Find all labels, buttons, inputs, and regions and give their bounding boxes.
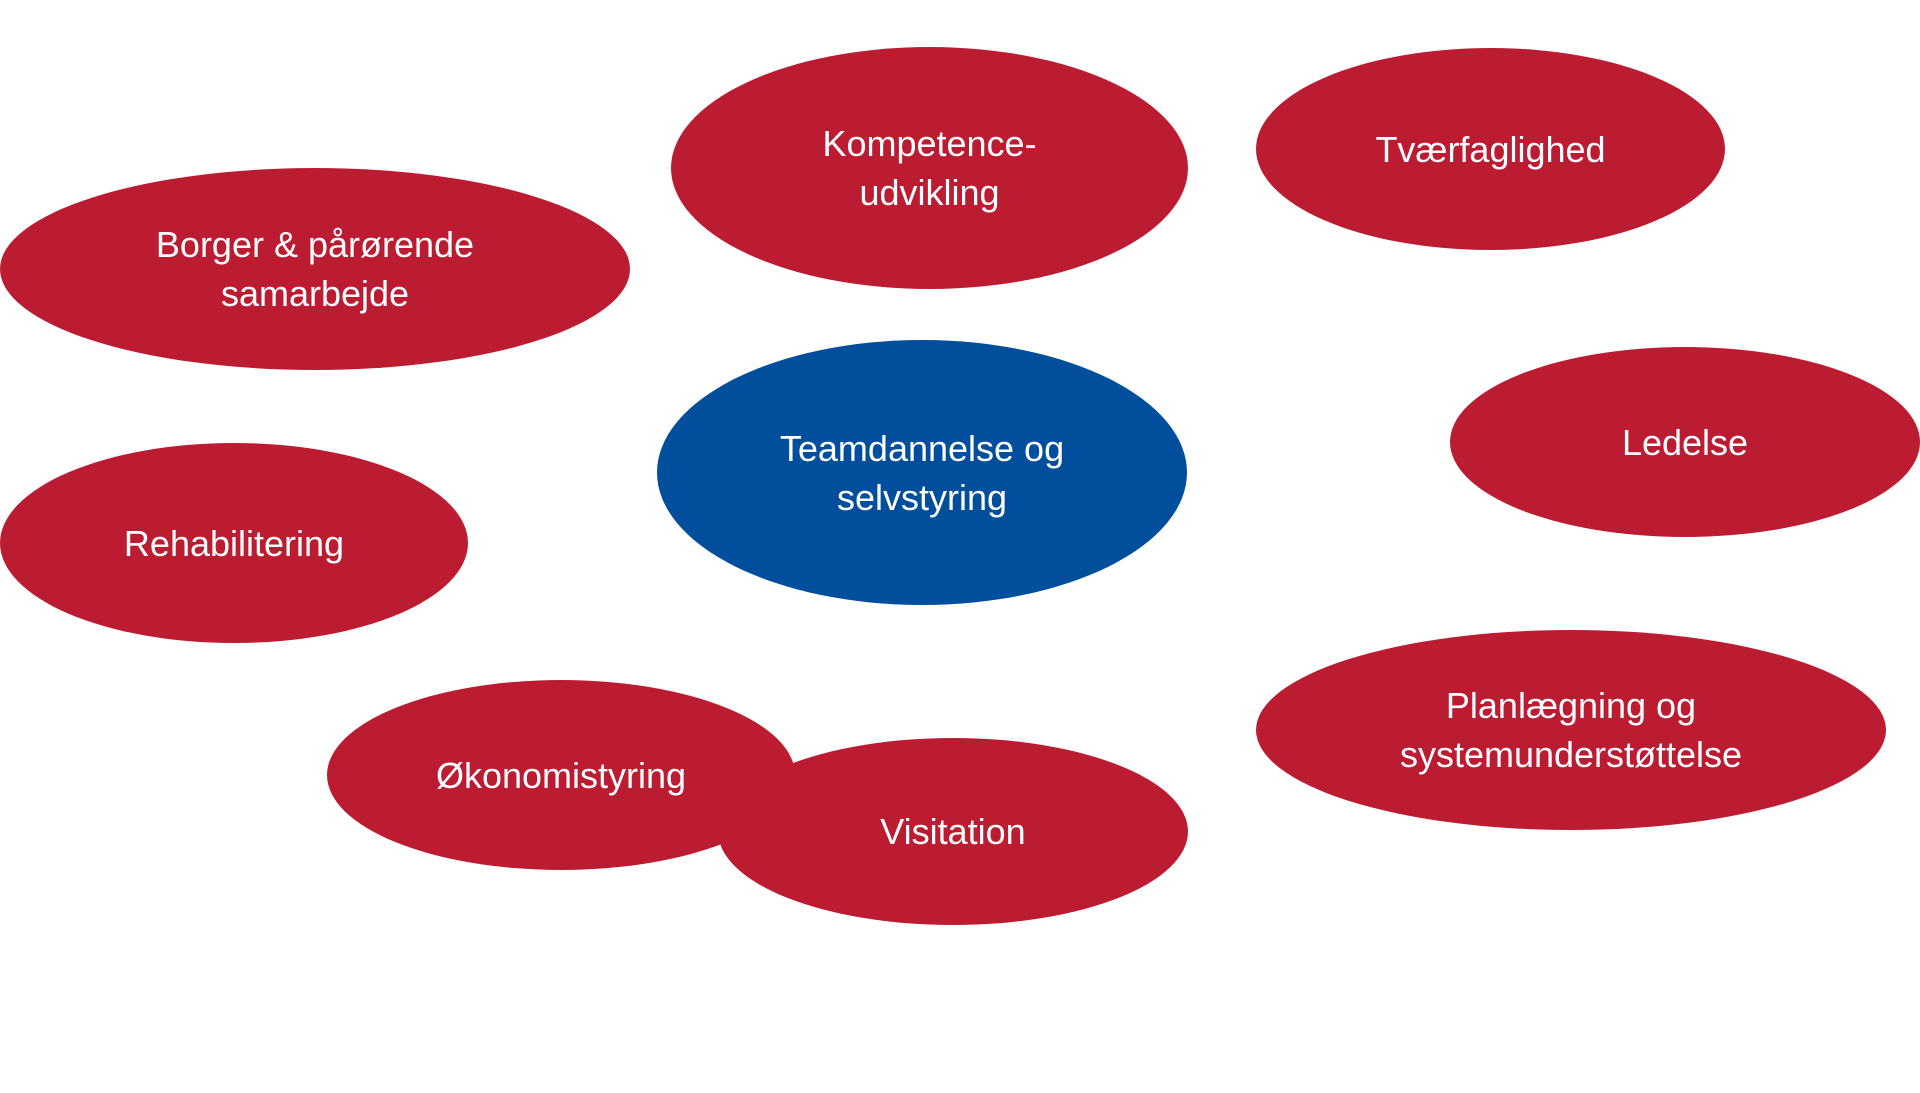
node-label: Kompetence- udvikling [822,123,1037,213]
node-label: Planlægning og systemunderstøttelse [1399,685,1743,775]
node-okonomistyring: Økonomistyring [327,680,795,870]
node-visitation: Visitation [718,738,1188,925]
node-label: Tværfaglighed [1375,128,1606,170]
center-node-label: Teamdannelse og selvstyring [779,427,1065,518]
node-planlaegning-systemunderstottelse: Planlægning og systemunderstøttelse [1256,630,1886,830]
node-label: Økonomistyring [435,754,687,796]
node-label: Rehabilitering [123,522,345,564]
node-kompetenceudvikling: Kompetence- udvikling [671,47,1188,289]
node-ledelse: Ledelse [1450,347,1920,537]
node-label: Borger & pårørende samarbejde [155,224,475,314]
center-node-teamdannelse: Teamdannelse og selvstyring [657,340,1187,605]
node-label: Ledelse [1621,421,1749,463]
node-label: Visitation [880,811,1026,852]
node-rehabilitering: Rehabilitering [0,443,468,643]
node-tvaerfaglighed: Tværfaglighed [1256,48,1725,250]
node-borger-paarorende-samarbejde: Borger & pårørende samarbejde [0,168,630,370]
